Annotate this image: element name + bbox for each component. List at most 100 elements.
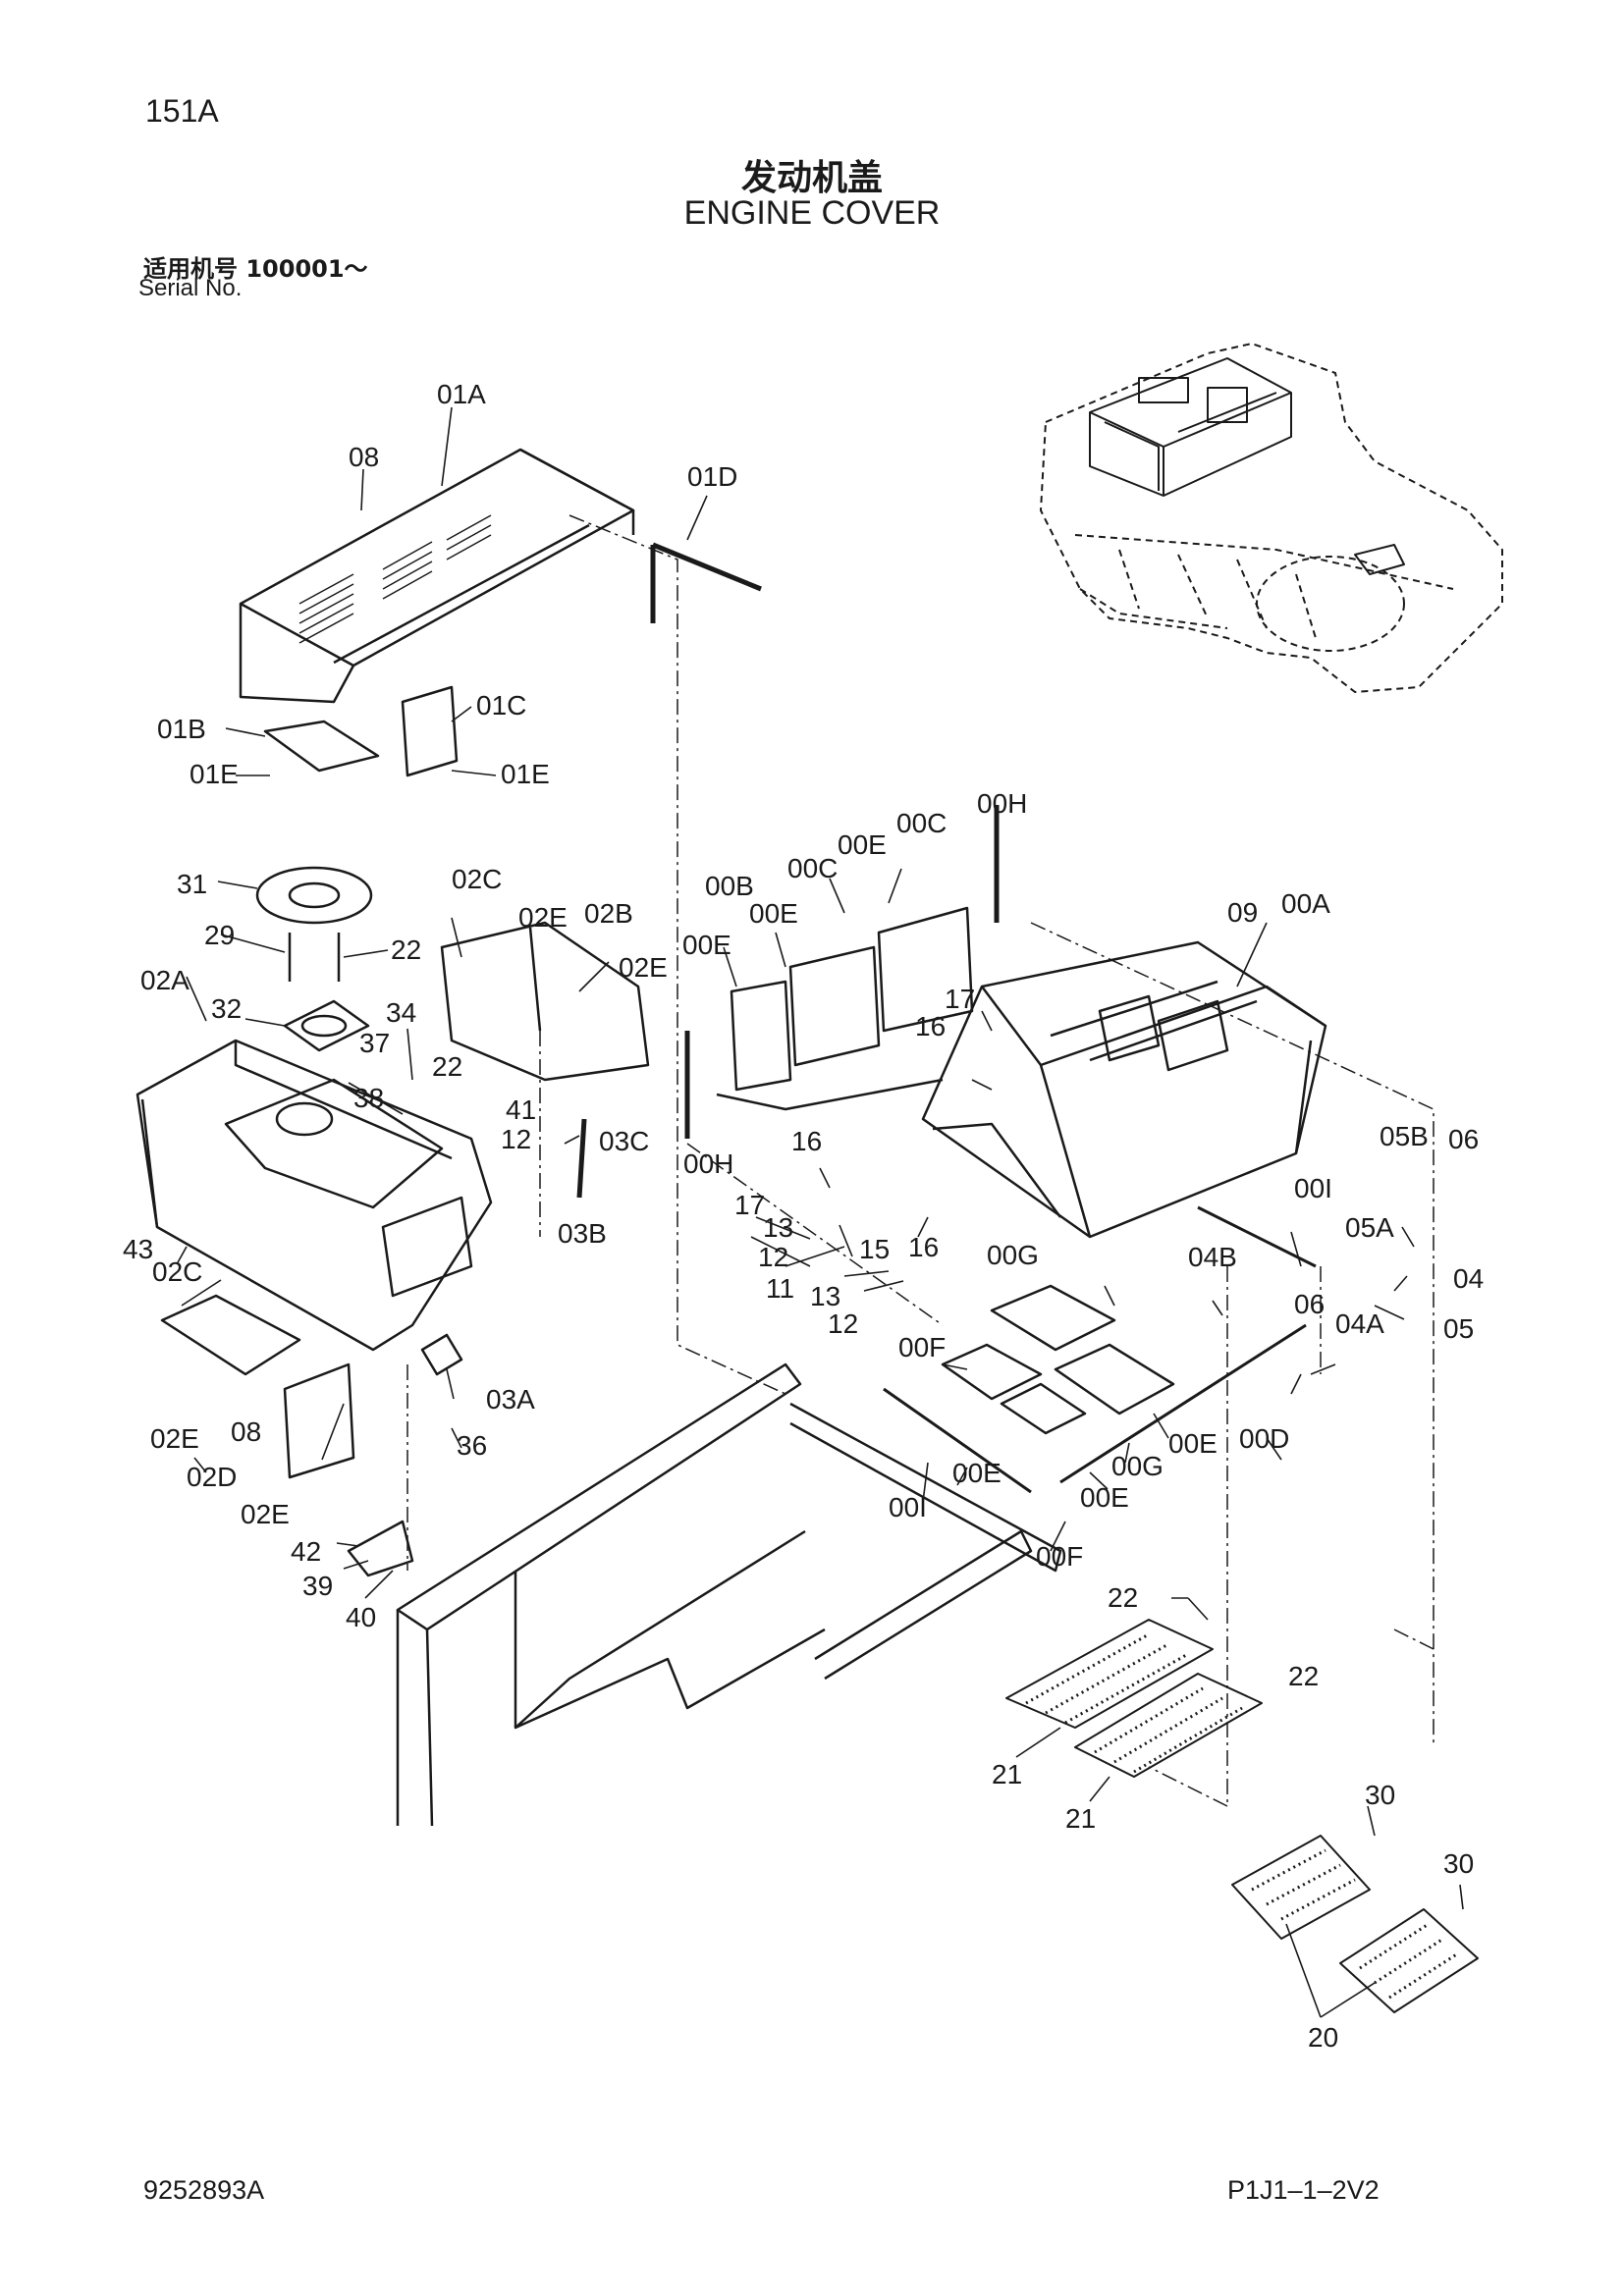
plate-01b	[263, 720, 380, 773]
callout-21: 21	[992, 1759, 1022, 1789]
serial-label-english: Serial No.	[138, 275, 243, 301]
callout-37: 37	[359, 1028, 390, 1058]
callout-06: 06	[1294, 1289, 1325, 1319]
plate-02c-lower	[160, 1294, 301, 1376]
plate-00g-2	[1054, 1343, 1175, 1415]
callout-04b: 04B	[1188, 1242, 1237, 1272]
bracket-03a	[420, 1333, 463, 1376]
bracket-42	[347, 1520, 414, 1577]
callout-02e: 02E	[619, 952, 668, 983]
callout-labels: 01A 08 01D 01B 01C 01E 01E 31 29 22 02C …	[123, 379, 1484, 2053]
callout-11: 11	[766, 1273, 794, 1304]
cap-31	[255, 866, 373, 925]
cover-01a	[239, 448, 635, 704]
bar-03c	[576, 1118, 587, 1199]
strip-00i	[883, 1205, 1317, 1494]
callout-00e: 00E	[682, 930, 731, 960]
callout-06: 06	[1448, 1124, 1479, 1154]
machine-overview	[1040, 343, 1503, 693]
callout-02e: 02E	[150, 1423, 199, 1454]
callout-01e: 01E	[189, 759, 239, 789]
alignment-lines	[406, 514, 1435, 1807]
callout-13: 13	[763, 1212, 793, 1243]
callout-00a: 00A	[1281, 888, 1330, 919]
callout-38: 38	[353, 1083, 384, 1113]
page-number: 151A	[145, 93, 219, 129]
callout-43: 43	[123, 1234, 153, 1264]
callout-08: 08	[231, 1416, 261, 1447]
callout-02e: 02E	[518, 902, 568, 933]
panels-02c-02b	[440, 921, 650, 1082]
callout-40: 40	[346, 1602, 376, 1632]
callout-00d: 00D	[1239, 1423, 1289, 1454]
plate-00f	[941, 1343, 1043, 1401]
callout-00g: 00G	[1111, 1451, 1164, 1481]
callout-29: 29	[204, 920, 235, 950]
callout-30: 30	[1365, 1780, 1395, 1810]
page-code: P1J1–1–2V2	[1227, 2175, 1380, 2205]
callout-42: 42	[291, 1536, 321, 1567]
callout-31: 31	[177, 869, 207, 899]
page-title-chinese: 发动机盖	[740, 158, 883, 198]
callout-00e: 00E	[749, 898, 798, 929]
callout-02a: 02A	[140, 965, 189, 995]
leader-lines	[176, 406, 1464, 2018]
callout-22: 22	[432, 1051, 462, 1082]
callout-32: 32	[211, 993, 242, 1024]
callout-12: 12	[828, 1308, 858, 1339]
callout-22: 22	[1288, 1661, 1319, 1691]
callout-02d: 02D	[187, 1462, 237, 1492]
callout-05: 05	[1443, 1313, 1474, 1344]
callout-08: 08	[349, 442, 379, 472]
callout-22: 22	[1108, 1582, 1138, 1613]
callout-01b: 01B	[157, 714, 206, 744]
callout-00e: 00E	[952, 1458, 1001, 1488]
callout-00f: 00F	[1036, 1541, 1083, 1572]
callout-00h: 00H	[977, 788, 1027, 819]
callout-17: 17	[945, 984, 975, 1014]
serial-label-chinese: 适用机号 100001～	[143, 255, 368, 283]
callout-05b: 05B	[1380, 1121, 1429, 1151]
callout-03b: 03B	[558, 1218, 607, 1249]
callout-02b: 02B	[584, 898, 633, 929]
tube-29	[288, 933, 341, 982]
callout-00e: 00E	[1080, 1482, 1129, 1513]
callout-03c: 03C	[599, 1126, 649, 1156]
side-panels-00b-00c	[730, 906, 974, 1092]
page-title-english: ENGINE COVER	[683, 194, 941, 232]
callout-41: 41	[506, 1095, 536, 1125]
callout-34: 34	[386, 997, 416, 1028]
document-number: 9252893A	[143, 2175, 265, 2205]
callout-04: 04	[1453, 1263, 1484, 1294]
callout-16: 16	[915, 1011, 946, 1041]
callout-00i: 00I	[889, 1492, 927, 1522]
callout-02e: 02E	[241, 1499, 290, 1529]
hood-02a	[135, 1039, 493, 1352]
callout-30: 30	[1443, 1848, 1474, 1879]
gasket-32	[283, 999, 370, 1052]
callout-00c: 00C	[787, 853, 838, 883]
callout-39: 39	[302, 1571, 333, 1601]
callout-12: 12	[758, 1242, 788, 1272]
mats	[1005, 1619, 1479, 2013]
callout-13: 13	[810, 1281, 840, 1311]
callout-01a: 01A	[437, 379, 486, 409]
callout-00h: 00H	[683, 1148, 733, 1179]
callout-17: 17	[734, 1190, 765, 1220]
rod-01d	[650, 542, 762, 623]
callout-00e: 00E	[838, 829, 887, 860]
callout-15: 15	[859, 1234, 890, 1264]
callout-09: 09	[1227, 897, 1258, 928]
callout-05a: 05A	[1345, 1212, 1394, 1243]
callout-20: 20	[1308, 2022, 1338, 2053]
plate-02d	[283, 1362, 355, 1479]
callout-22: 22	[391, 934, 421, 965]
callout-01d: 01D	[687, 461, 737, 492]
callout-00f: 00F	[898, 1332, 946, 1362]
cover-00a	[921, 940, 1327, 1239]
callout-00e: 00E	[1168, 1428, 1218, 1459]
callout-36: 36	[457, 1430, 487, 1461]
frame	[396, 1362, 1062, 1827]
callout-04a: 04A	[1335, 1308, 1384, 1339]
plate-00f-2	[1000, 1382, 1087, 1435]
